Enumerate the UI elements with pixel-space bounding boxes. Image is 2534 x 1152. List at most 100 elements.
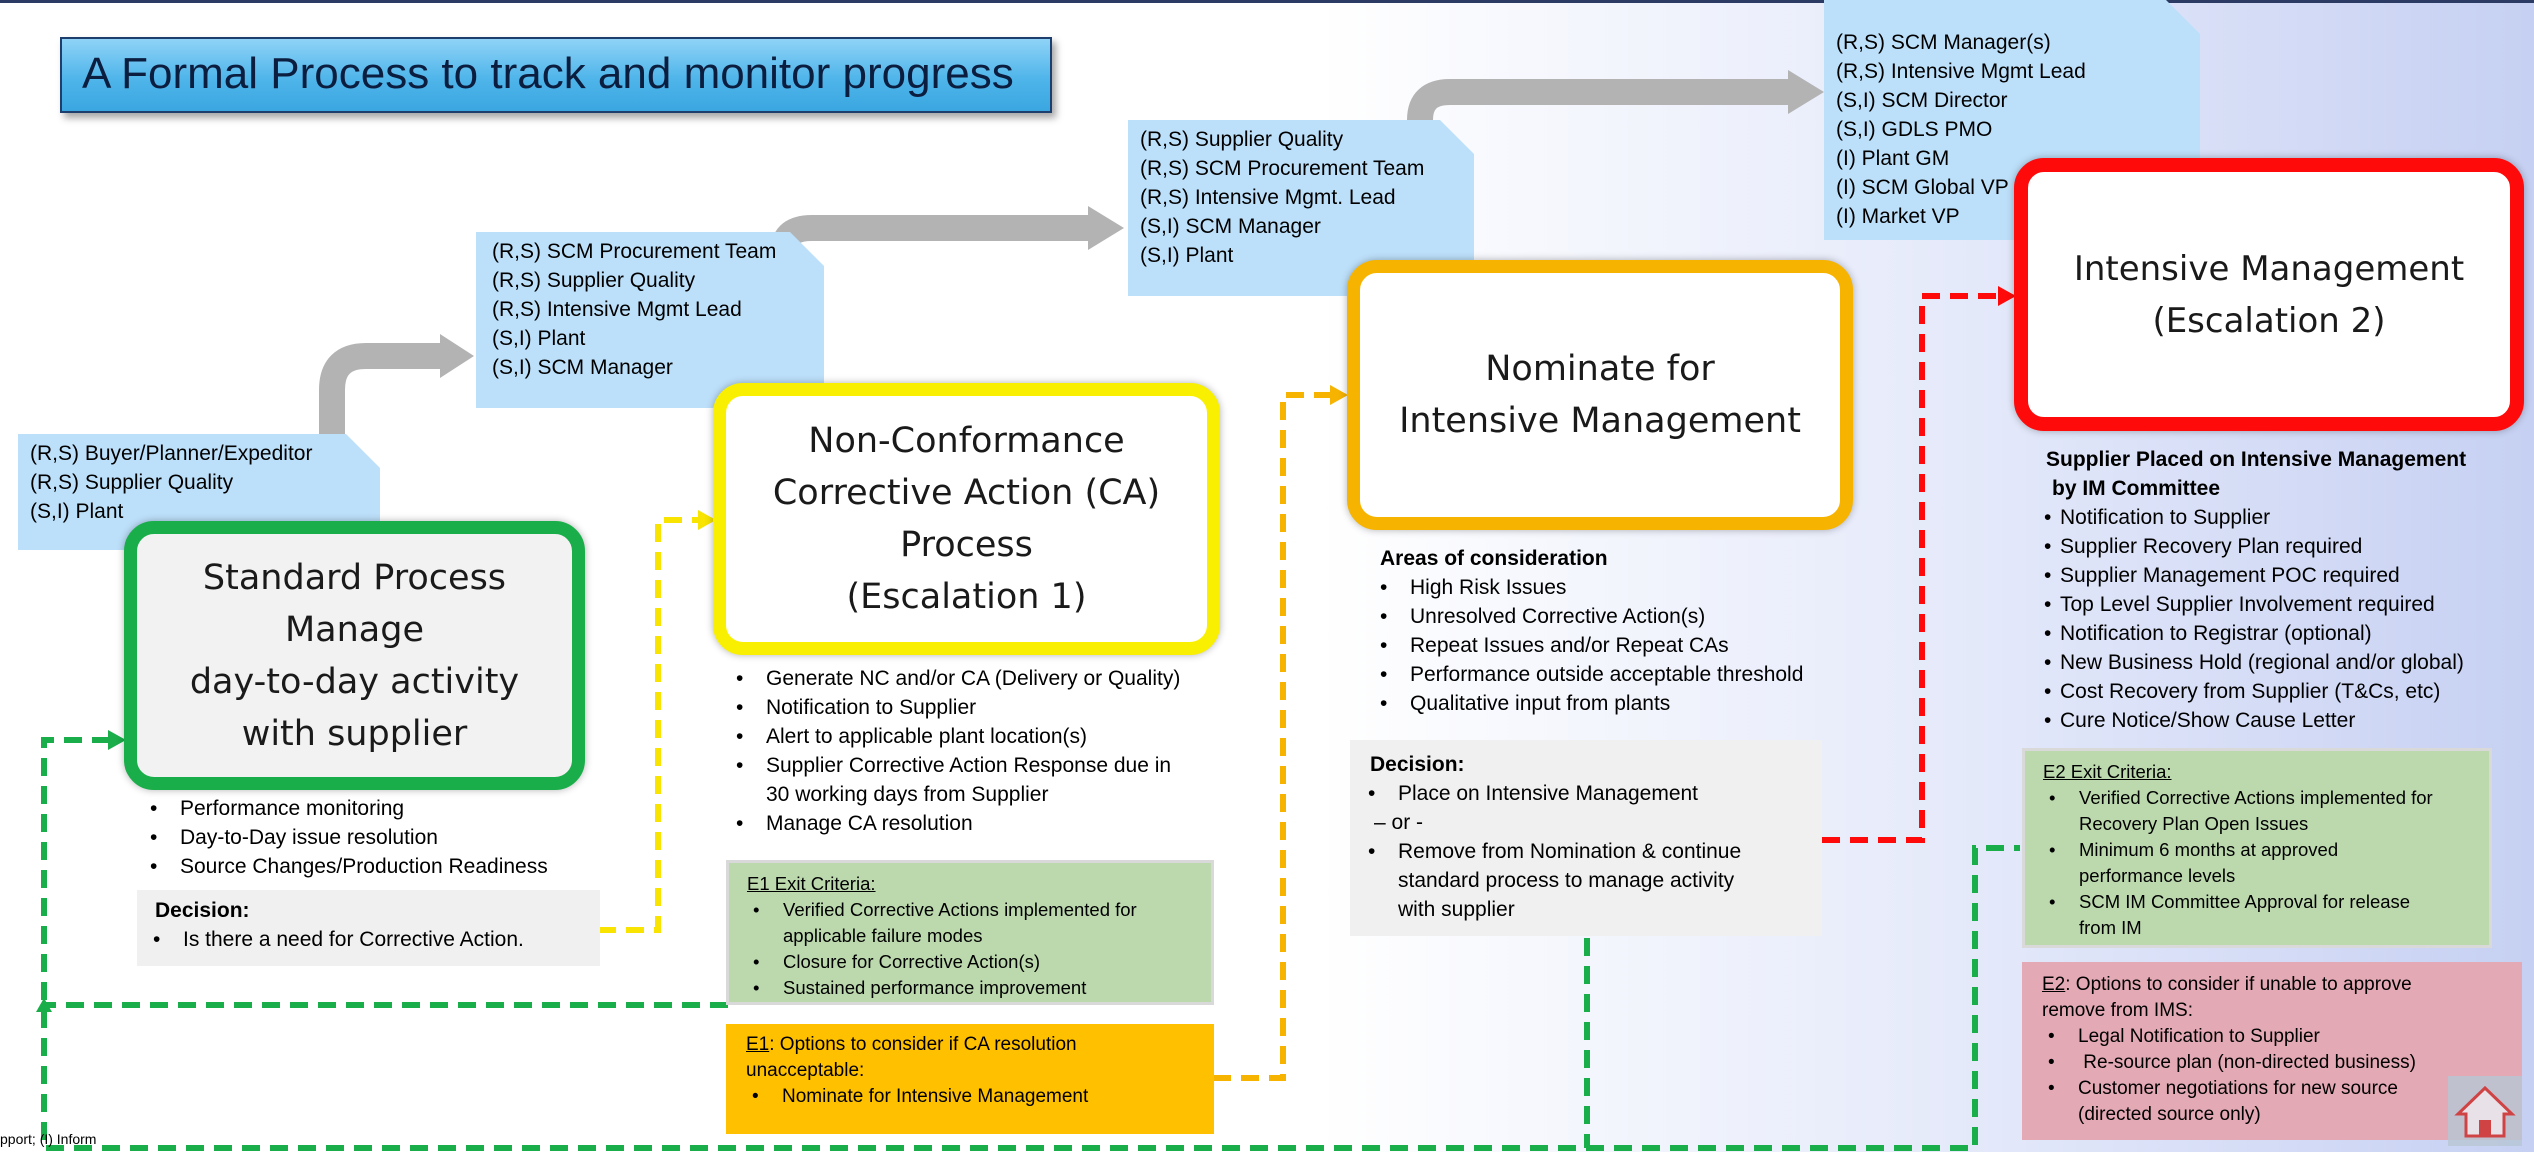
nominate-decision-box: Decision: Place on Intensive Management … [1350, 740, 1822, 936]
role-item: (R,S) Intensive Mgmt Lead [1836, 60, 2086, 83]
e2-exit-criteria: E2 Exit Criteria: Verified Corrective Ac… [2022, 748, 2492, 948]
stage-nonconformance: Non-Conformance Corrective Action (CA) P… [713, 383, 1220, 655]
list-item: Re-source plan (non-directed business) [2042, 1050, 2522, 1076]
dashed-green-return-1 [41, 737, 2020, 1151]
or-text: – or - [1374, 811, 1424, 834]
list-item-continuation: 30 working days from Supplier [766, 783, 1049, 806]
list-item: Source Changes/Production Readiness [144, 852, 548, 881]
dashed-red-connector [1822, 293, 2000, 843]
stage-line: Manage [284, 609, 424, 650]
list-item-continuation: performance levels [2079, 865, 2236, 886]
gray-arrow-3 [1407, 79, 1790, 121]
list-item: Performance monitoring [144, 794, 548, 823]
role-item: (R,S) SCM Procurement Team [1140, 157, 1425, 180]
stage-line: Intensive Management [1399, 401, 1801, 441]
list-item: High Risk Issues [1374, 573, 1803, 602]
e2-label: E2 [2042, 974, 2066, 995]
list-item: Supplier Management POC required [2038, 561, 2464, 590]
roles-stage2: (R,S) SCM Procurement Team (R,S) Supplie… [476, 232, 824, 408]
e2-options-text: : Options to consider if unable to appro… [2065, 974, 2412, 995]
list-item-continuation: with supplier [1398, 898, 1515, 921]
list-item: Closure for Corrective Action(s) [747, 949, 1211, 975]
stage-line: with supplier [241, 713, 468, 754]
gray-arrow-1 [319, 343, 442, 434]
standard-decision-box: Decision: Is there a need for Corrective… [137, 890, 600, 966]
stage-nominate: Nominate for Intensive Management [1347, 260, 1853, 530]
list-item-continuation: from IM [2079, 917, 2142, 938]
list-item-continuation: standard process to manage activity [1398, 869, 1735, 892]
areas-label: Areas of consideration [1380, 547, 1608, 570]
list-item: Sustained performance improvement [747, 975, 1211, 1001]
list-item-continuation: (directed source only) [2078, 1104, 2261, 1125]
list-item: Minimum 6 months at approved [2043, 837, 2489, 863]
list-item: Cure Notice/Show Cause Letter [2038, 706, 2464, 735]
list-item: Generate NC and/or CA (Delivery or Quali… [730, 664, 1180, 693]
placed-label: by IM Committee [2052, 477, 2221, 500]
list-item: Notification to Registrar (optional) [2038, 619, 2464, 648]
list-item-continuation: applicable failure modes [783, 925, 983, 946]
stage-line: Corrective Action (CA) [772, 473, 1161, 513]
e1-label: E1 [746, 1034, 770, 1055]
list-item: Repeat Issues and/or Repeat CAs [1374, 631, 1803, 660]
standard-bullets: Performance monitoring Day-to-Day issue … [144, 794, 548, 881]
list-item: SCM IM Committee Approval for release [2043, 889, 2489, 915]
e1-options-text2: unacceptable: [746, 1060, 865, 1081]
e1-options-text: : Options to consider if CA resolution [769, 1034, 1077, 1055]
home-button[interactable] [2448, 1076, 2522, 1146]
e1-exit-criteria: E1 Exit Criteria: Verified Corrective Ac… [726, 860, 1214, 1005]
role-item: (R,S) SCM Manager(s) [1836, 31, 2051, 54]
list-item-continuation: Recovery Plan Open Issues [2079, 813, 2309, 834]
list-item: Notification to Supplier [2038, 503, 2464, 532]
escalation-arrowheads [440, 70, 1824, 378]
e2-options-text2: remove from IMS: [2042, 1000, 2193, 1021]
stage-line: (Escalation 2) [2152, 300, 2386, 341]
e2-exit-label: E2 Exit Criteria: [2043, 761, 2172, 782]
top-border [0, 0, 2534, 3]
list-item: Customer negotiations for new source [2042, 1076, 2522, 1102]
e1-options-box: E1: Options to consider if CA resolution… [726, 1024, 1214, 1134]
placed-label: Supplier Placed on Intensive Management [2046, 448, 2467, 471]
list-item: Cost Recovery from Supplier (T&Cs, etc) [2038, 677, 2464, 706]
list-item: Notification to Supplier [730, 693, 1180, 722]
role-item: (S,I) Plant [30, 500, 124, 523]
stage-standard-process: Standard Process Manage day-to-day activ… [124, 521, 585, 790]
stage-line: day-to-day activity [189, 661, 520, 702]
list-item: Legal Notification to Supplier [2042, 1024, 2522, 1050]
stage-line: (Escalation 1) [846, 577, 1087, 617]
e1-exit-label: E1 Exit Criteria: [747, 873, 876, 894]
list-item: Unresolved Corrective Action(s) [1374, 602, 1803, 631]
nominate-areas: Areas of consideration High Risk Issues … [1380, 544, 1809, 718]
footer-legend: pport; (I) Inform [0, 1131, 97, 1147]
list-item: Is there a need for Corrective Action. [147, 925, 592, 954]
nonconformance-bullets: Generate NC and/or CA (Delivery or Quali… [730, 664, 1180, 838]
decision-label: Decision: [1370, 753, 1465, 776]
stage-line: Non-Conformance [808, 421, 1125, 461]
home-icon [2454, 1085, 2516, 1138]
stage-intensive-management: Intensive Management (Escalation 2) [2014, 158, 2524, 431]
list-item: Supplier Recovery Plan required [2038, 532, 2464, 561]
role-item: (S,I) SCM Director [1836, 89, 2008, 112]
role-item: (R,S) SCM Procurement Team [492, 240, 777, 263]
role-item: (R,S) Supplier Quality [1140, 128, 1344, 151]
role-item: (R,S) Buyer/Planner/Expeditor [30, 442, 313, 465]
stage-line: Nominate for [1485, 349, 1715, 389]
gray-arrow-2 [771, 215, 1090, 252]
role-item: (R,S) Intensive Mgmt Lead [492, 298, 742, 321]
list-item: Top Level Supplier Involvement required [2038, 590, 2464, 619]
role-item: (S,I) GDLS PMO [1836, 118, 1993, 141]
dashed-yellow-connector [598, 517, 700, 933]
role-item: (R,S) Supplier Quality [30, 471, 234, 494]
role-item: (S,I) SCM Manager [492, 356, 673, 379]
stage-line: Intensive Management [2073, 248, 2465, 289]
list-item: New Business Hold (regional and/or globa… [2038, 648, 2464, 677]
list-item: Remove from Nomination & continue [1362, 837, 1814, 866]
list-item: Alert to applicable plant location(s) [730, 722, 1180, 751]
list-item: Qualitative input from plants [1374, 689, 1803, 718]
e2-options-box: E2: Options to consider if unable to app… [2022, 962, 2522, 1140]
title-banner: A Formal Process to track and monitor pr… [60, 37, 1052, 113]
role-item: (S,I) Plant [1140, 244, 1234, 267]
decision-label: Decision: [155, 899, 250, 922]
im-placed-section: Supplier Placed on Intensive Management … [2044, 445, 2472, 735]
role-item: (S,I) Plant [492, 327, 586, 350]
list-item: Performance outside acceptable threshold [1374, 660, 1803, 689]
